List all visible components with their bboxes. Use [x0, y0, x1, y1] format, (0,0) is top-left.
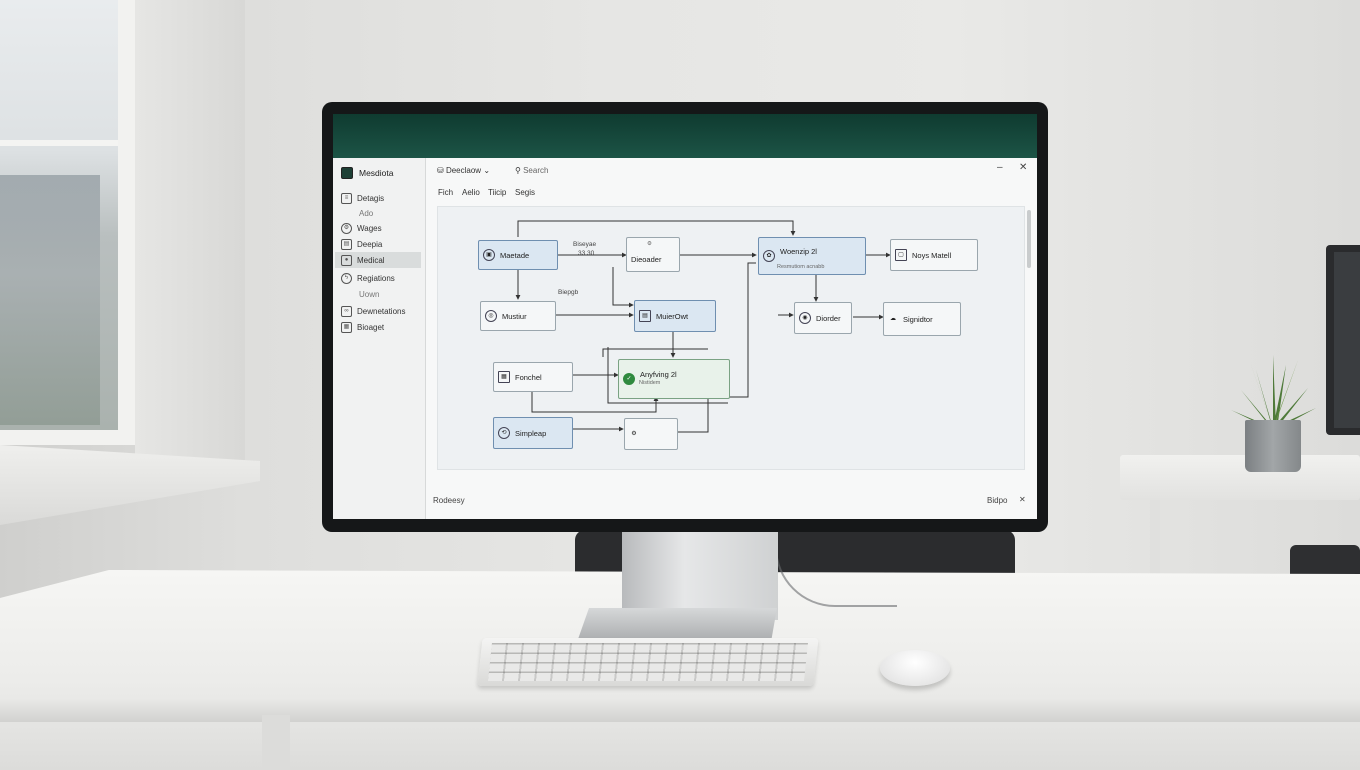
- diagram-node[interactable]: ✿ Woenzip 2l Resmutiom acnabb: [758, 237, 866, 275]
- window-reveal: [135, 0, 245, 460]
- menu-item[interactable]: Tiicip: [488, 188, 507, 197]
- gear-icon: ⚙: [341, 222, 352, 234]
- screen-top-bar: [333, 114, 1037, 158]
- folder-icon: ⛁: [437, 166, 444, 175]
- minimize-button[interactable]: –: [997, 162, 1003, 173]
- dropdown-button[interactable]: ⛁ Deeclaow ⌄: [437, 166, 491, 175]
- diagram-node[interactable]: ▣ Maetade: [478, 240, 558, 270]
- app-name: Mesdiota: [359, 168, 394, 178]
- window-mullion: [0, 140, 118, 146]
- node-icon: ▦: [498, 371, 510, 383]
- status-right-text: Bidpo: [987, 496, 1008, 505]
- sidebar-item-wages[interactable]: ⚙ Wages: [341, 220, 382, 236]
- chevron-down-icon: ⌄: [483, 166, 491, 175]
- sidebar-subitem-uown[interactable]: Uown: [359, 289, 380, 299]
- node-icon: ☁: [890, 316, 896, 322]
- edge-label: 33 30: [578, 250, 595, 257]
- sidebar-item-deepia[interactable]: ▤ Deepia: [341, 236, 382, 252]
- sidebar-item-details[interactable]: ≡ Detagis: [341, 190, 384, 206]
- node-icon: ▤: [639, 310, 651, 322]
- sidebar-item-dewnetations[interactable]: ∞ Dewnetations: [341, 303, 405, 319]
- node-icon: ✓: [623, 373, 635, 385]
- app-logo[interactable]: Mesdiota: [341, 167, 394, 179]
- diagram-node[interactable]: Dieoader ⚙: [626, 237, 680, 272]
- close-button[interactable]: ✕: [1019, 162, 1028, 173]
- diagram-node[interactable]: ☁ Signidtor: [883, 302, 961, 336]
- diagram-node[interactable]: ◉ Diorder: [794, 302, 852, 334]
- diagram-node[interactable]: ⟲ Simpleap: [493, 417, 573, 449]
- monitor-stand-base: [577, 608, 777, 642]
- node-icon: ▢: [895, 249, 907, 261]
- desk-edge: [0, 700, 1360, 722]
- diagram-node[interactable]: ▦ Fonchel: [493, 362, 573, 392]
- search-icon: ⚲: [515, 166, 521, 175]
- node-icon: ◎: [485, 310, 497, 322]
- toolbar: ⛁ Deeclaow ⌄ ⚲ Search: [431, 162, 1037, 182]
- desk-leg: [262, 715, 290, 768]
- grid-icon: ▦: [341, 321, 352, 333]
- diagram-connectors: [515, 220, 891, 433]
- menu-item[interactable]: Segis: [515, 188, 536, 197]
- diagram-node[interactable]: ▢ Noys Matell: [890, 239, 978, 271]
- side-desk: [1120, 455, 1360, 500]
- diagram-canvas[interactable]: ▣ Maetade Biseyae 33 30 Dieoader ⚙ ✿ Woe…: [437, 206, 1025, 470]
- potted-plant: [1231, 355, 1316, 428]
- edge-label: Biseyae: [573, 241, 597, 248]
- close-icon[interactable]: ✕: [1019, 495, 1026, 504]
- app-window: Mesdiota ≡ Detagis Ado ⚙ Wages ▤ Deepia …: [333, 158, 1037, 519]
- node-icon: ⚙: [631, 431, 637, 437]
- menu-item[interactable]: Aelio: [462, 188, 480, 197]
- doc-icon: ≡: [341, 192, 352, 204]
- mouse: [880, 650, 950, 686]
- keyboard-keys: [488, 643, 808, 681]
- sidebar-subitem-ado[interactable]: Ado: [359, 208, 374, 218]
- node-icon: ⚙: [647, 241, 652, 247]
- link-icon: ∞: [341, 305, 352, 317]
- status-bar: Rodeesy Bidpo ✕: [429, 492, 1037, 512]
- bolt-icon: ϟ: [341, 272, 352, 284]
- status-text: Rodeesy: [433, 496, 465, 505]
- sidebar: Mesdiota ≡ Detagis Ado ⚙ Wages ▤ Deepia …: [333, 158, 426, 519]
- plant-pot: [1245, 420, 1301, 472]
- vertical-scrollbar[interactable]: [1027, 210, 1031, 268]
- node-icon: ✿: [763, 250, 775, 262]
- monitor-stand: [622, 525, 778, 620]
- sidebar-item-regiations[interactable]: ϟ Regiations: [341, 270, 395, 286]
- node-icon: ▣: [483, 249, 495, 261]
- menu-item[interactable]: Fich: [438, 188, 454, 197]
- node-icon: ⟲: [498, 427, 510, 439]
- sidebar-item-medical[interactable]: ● Medical: [335, 252, 421, 268]
- diagram-node[interactable]: ⚙: [624, 418, 678, 450]
- keyboard: [477, 638, 819, 686]
- diagram-node[interactable]: ◎ Mustiur: [480, 301, 556, 331]
- user-icon: ●: [341, 254, 352, 266]
- monitor-screen: Mesdiota ≡ Detagis Ado ⚙ Wages ▤ Deepia …: [333, 114, 1037, 519]
- chart-icon: ▤: [341, 238, 352, 250]
- node-icon: ◉: [799, 312, 811, 324]
- diagram-node[interactable]: ▤ MuierOwt: [634, 300, 716, 332]
- window-glass: [0, 0, 118, 430]
- sidebar-item-bioaget[interactable]: ▦ Bioaget: [341, 319, 384, 335]
- diagram-node[interactable]: ✓ Anyfving 2l Nistidem: [618, 359, 730, 399]
- outside-building: [0, 175, 100, 425]
- side-desk-leg: [1150, 500, 1160, 610]
- window-frame: [0, 0, 141, 445]
- second-monitor-screen: [1334, 252, 1360, 428]
- app-logo-icon: [341, 167, 353, 179]
- search-box[interactable]: ⚲ Search: [515, 166, 549, 175]
- edge-label: Biepgb: [558, 289, 579, 296]
